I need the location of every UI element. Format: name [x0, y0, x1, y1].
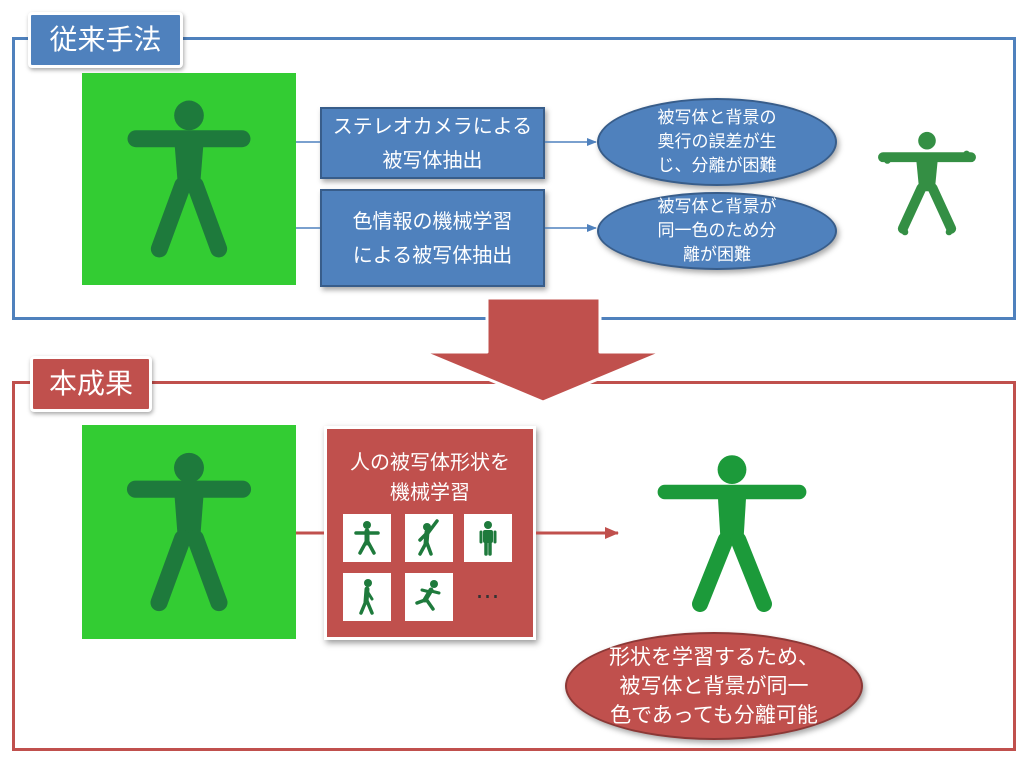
problem-same-color-oval: 被写体と背景が 同一色のため分 離が困難 [597, 192, 837, 270]
input-image-top [82, 73, 296, 285]
waving-person-icon [418, 519, 439, 556]
standing-person-icon [479, 521, 497, 556]
person-icon [126, 452, 252, 612]
method-color-ml-box: 色情報の機械学習 による被写体抽出 [320, 189, 545, 287]
running-person-thumbnail [405, 573, 453, 621]
walking-person-icon [359, 579, 374, 615]
result-tab: 本成果 [30, 356, 152, 412]
blurry-output-person-icon [878, 131, 976, 236]
method-stereo-camera-box: ステレオカメラによる 被写体抽出 [320, 107, 545, 179]
problem-depth-error-oval: 被写体と背景の 奥行の誤差が生 じ、分離が困難 [597, 98, 837, 186]
outcome-text: 形状を学習するため、 被写体と背景が同一 色であっても分離可能 [609, 644, 819, 727]
separated-output-person-icon [657, 455, 807, 612]
shape-learning-title: 人の被写体形状を 機械学習 [350, 450, 510, 504]
outcome-oval: 形状を学習するため、 被写体と背景が同一 色であっても分離可能 [565, 632, 863, 740]
method-color-ml-label: 色情報の機械学習 による被写体抽出 [352, 209, 513, 267]
problem-depth-error-text: 被写体と背景の 奥行の誤差が生 じ、分離が困難 [657, 108, 777, 176]
standing-person-thumbnail-2 [464, 514, 512, 562]
waving-person-thumbnail [405, 514, 453, 562]
problem-same-color-text: 被写体と背景が 同一色のため分 離が困難 [657, 197, 777, 265]
walking-person-thumbnail [343, 573, 391, 621]
input-image-bottom [82, 425, 296, 639]
method-stereo-camera-label: ステレオカメラによる 被写体抽出 [332, 114, 533, 172]
standing-person-icon [354, 521, 380, 555]
running-person-icon [415, 580, 441, 611]
person-icon [127, 100, 251, 258]
more-indicator: … [475, 576, 501, 604]
conventional-tab: 従来手法 [28, 12, 183, 68]
standing-person-thumbnail [343, 514, 391, 562]
